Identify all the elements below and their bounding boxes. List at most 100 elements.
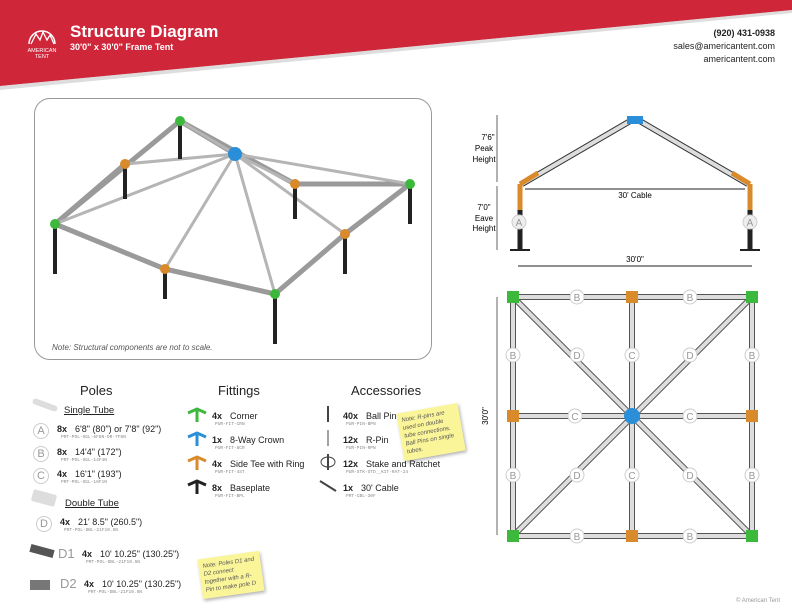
pole-label-circle — [569, 467, 585, 483]
baseplate-icon — [186, 479, 208, 495]
pole-label-c: C — [628, 351, 635, 362]
double-tube-icon — [30, 489, 58, 507]
pole-part-number: PRT-POL-SGL-14F4N — [61, 458, 107, 463]
pole-qty: 4x — [84, 579, 95, 589]
pole-label-circle — [682, 467, 698, 483]
pole-part-number: PRT-POL-DBL-21F10.5N — [64, 528, 119, 533]
peak-height-label2: Height — [472, 155, 496, 164]
email-link[interactable]: sales@americantent.com — [673, 41, 775, 51]
pole-label-circle — [682, 528, 698, 544]
pole-label-circle — [569, 528, 585, 544]
pole-letter: D2 — [60, 576, 77, 591]
pole-letter: D1 — [58, 546, 75, 561]
fittings-heading: Fittings — [218, 383, 260, 398]
poles-sticky-note: Note: Poles D1 and D2 connect together w… — [197, 550, 265, 600]
pole-label-circle — [505, 347, 521, 363]
eave-height-label2: Height — [472, 224, 496, 233]
pole-size: 14'4" (172") — [75, 447, 122, 457]
pole-row: 4x 21' 8.5" (260.5") — [60, 517, 142, 527]
pole-label-b: B — [510, 471, 517, 482]
pole-d1-icon — [29, 544, 55, 558]
accessories-heading: Accessories — [351, 383, 422, 398]
pole-part-number: PRT-POL-SGL-16F1N — [61, 480, 107, 485]
fitting-part-number: PUR-FIT-4ST — [215, 470, 245, 475]
pole-size: 10' 10.25" (130.25") — [102, 579, 182, 589]
pole-size: 6'8" (80") or 7'8" (92") — [75, 424, 162, 434]
pole-row: 8x 14'4" (172") — [57, 447, 122, 457]
r-pin-icon — [318, 429, 338, 447]
fitting-name: Side Tee with Ring — [230, 459, 305, 469]
pole-part-number: PRT-POL-DBL-21F10.5N — [88, 590, 143, 595]
pole-label-d: D — [686, 351, 693, 362]
pole-label-circle — [744, 347, 760, 363]
pole-d2-icon — [30, 580, 50, 590]
american-tent-logo: AMERICAN TENT — [22, 22, 62, 60]
pole-label-b: B — [749, 351, 756, 362]
fitting-name: Corner — [230, 411, 258, 421]
accessory-part-number: PRT-CBL-30F — [346, 494, 376, 499]
pole-label-a-right: A — [747, 218, 754, 229]
accessory-part-number: PUR-STK-STD__KIT-RAT-24 — [346, 470, 409, 475]
pole-size: 21' 8.5" (260.5") — [78, 517, 143, 527]
pole-label-d: D — [573, 471, 580, 482]
page-title: Structure Diagram — [70, 22, 219, 41]
copyright: © American Tent — [736, 598, 780, 604]
stake-ratchet-icon — [318, 453, 338, 471]
accessory-row: 1x 30' Cable — [343, 483, 399, 493]
pole-label-b: B — [574, 293, 581, 304]
pole-letter: B — [33, 446, 49, 462]
width-dimension: 30'0" — [626, 255, 644, 264]
fitting-qty: 8x — [212, 483, 223, 493]
fitting-qty: 4x — [212, 411, 223, 421]
fitting-part-number: PUR-FIT-CRN — [215, 422, 245, 427]
pole-label-d: D — [686, 471, 693, 482]
cable-label: 30' Cable — [618, 191, 652, 200]
accessory-qty: 12x — [343, 435, 359, 445]
pole-label-b: B — [749, 471, 756, 482]
pole-label-b: B — [687, 532, 694, 543]
eave-height-value: 7'0" — [477, 203, 490, 212]
cable-icon — [318, 477, 338, 495]
poles-heading: Poles — [80, 383, 113, 398]
side-elevation-diagram: 7'6" Peak Height 7'0" Eave Height 30' Ca… — [472, 115, 760, 267]
website-link[interactable]: americantent.com — [703, 54, 775, 64]
pole-label-circle — [569, 289, 585, 305]
render-note: Note: Structural components are not to s… — [52, 343, 213, 352]
pole-label-c: C — [628, 471, 635, 482]
pole-label-circle — [682, 347, 698, 363]
eave-height-label: Eave — [475, 214, 494, 223]
pole-qty: 8x — [57, 447, 68, 457]
corner-fitting-icon — [186, 407, 208, 423]
fitting-qty: 1x — [212, 435, 223, 445]
accessories-sticky-note: Note: R-pins are used on double tube con… — [396, 402, 466, 462]
accessory-name: 30' Cable — [361, 483, 399, 493]
frame-3d-drawing — [50, 116, 415, 344]
pole-qty: 4x — [60, 517, 71, 527]
accessory-qty: 12x — [343, 459, 359, 469]
depth-dimension: 30'0" — [481, 407, 490, 425]
pole-label-c: C — [686, 412, 693, 423]
fitting-row: 4x Corner — [212, 411, 258, 421]
pole-part-number: PRT-POL-DBL-21F10.5N — [86, 560, 141, 565]
pole-label-circle — [624, 347, 640, 363]
accessory-qty: 40x — [343, 411, 359, 421]
accessory-qty: 1x — [343, 483, 354, 493]
fitting-name: 8-Way Crown — [230, 435, 285, 445]
peak-height-label: Peak — [475, 144, 494, 153]
pole-label-circle — [624, 467, 640, 483]
fitting-qty: 4x — [212, 459, 223, 469]
header-banner — [0, 0, 792, 90]
pole-letter: A — [33, 423, 49, 439]
ball-pin-icon — [318, 405, 338, 423]
single-tube-heading: Single Tube — [64, 405, 115, 416]
pole-label-circle — [567, 408, 583, 424]
pole-size: 16'1" (193") — [75, 469, 122, 479]
fitting-row: 4x Side Tee with Ring — [212, 459, 304, 469]
pole-label-circle — [569, 347, 585, 363]
pole-label-a-left: A — [516, 218, 523, 229]
